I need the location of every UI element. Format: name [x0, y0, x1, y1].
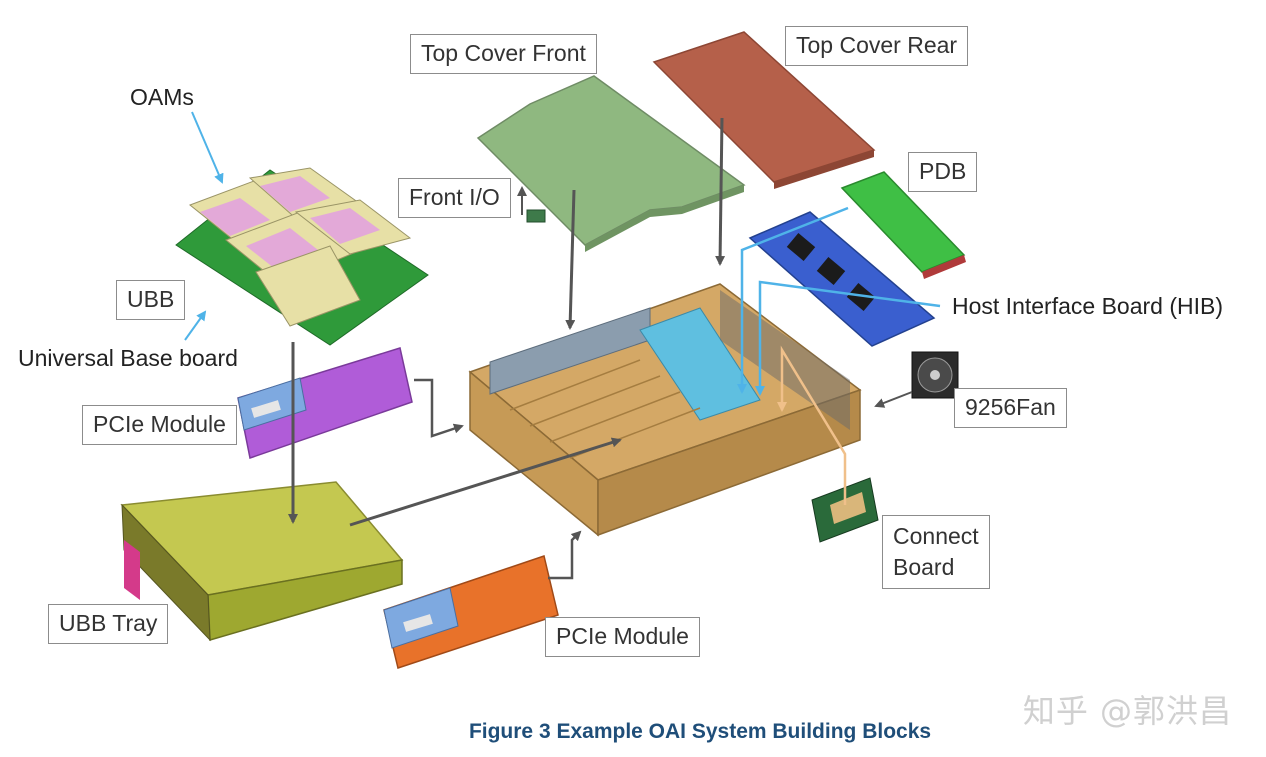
arrow-top-cover-front	[565, 189, 576, 330]
arrow-pcie-upper	[414, 378, 464, 438]
watermark: 知乎 @郭洪昌	[1022, 692, 1232, 730]
arrow-hib	[755, 280, 941, 396]
chassis	[468, 283, 862, 537]
ubb-oam-assembly	[175, 167, 429, 346]
hib-board	[748, 211, 936, 347]
label-ubb: UBB	[116, 280, 186, 320]
top-cover-front-part	[476, 75, 746, 252]
fan-part	[911, 351, 959, 399]
label-connect-board-line2: Board	[893, 554, 955, 581]
arrow-ubb-tray	[349, 437, 622, 527]
arrow-pcie-lower	[548, 530, 582, 580]
arrow-fan	[874, 391, 913, 408]
label-fan: 9256Fan	[954, 388, 1067, 428]
label-top-cover-front: Top Cover Front	[410, 34, 597, 74]
arrow-connect-board	[777, 345, 847, 505]
label-front-io: Front I/O	[398, 178, 511, 218]
pcie-module-upper-part	[237, 347, 413, 459]
ubb-tray-part	[120, 481, 404, 642]
pdb-board	[840, 171, 966, 279]
front-io-board	[526, 209, 546, 223]
label-pcie-module-lower: PCIe Module	[545, 617, 700, 657]
label-hib: Host Interface Board (HIB)	[952, 293, 1223, 319]
figure-caption: Figure 3 Example OAI System Building Blo…	[468, 720, 932, 743]
connect-board-part	[811, 477, 879, 543]
label-pdb: PDB	[908, 152, 978, 192]
arrow-pdb	[737, 206, 849, 394]
label-ubb-tray: UBB Tray	[48, 604, 169, 644]
arrow-top-cover-rear	[715, 117, 726, 266]
label-top-cover-rear: Top Cover Rear	[785, 26, 969, 66]
label-oams: OAMs	[130, 84, 194, 110]
pcie-module-lower-part	[383, 555, 559, 669]
top-cover-rear-part	[652, 31, 876, 189]
label-pcie-module-upper: PCIe Module	[82, 405, 237, 445]
label-connect-board: Connect Board	[882, 515, 990, 590]
callout-arrows	[184, 111, 941, 580]
label-connect-board-line1: Connect	[893, 523, 979, 549]
arrow-oams	[191, 111, 224, 184]
arrow-universal-base-board	[184, 310, 207, 341]
label-universal-base-board: Universal Base board	[18, 345, 238, 371]
